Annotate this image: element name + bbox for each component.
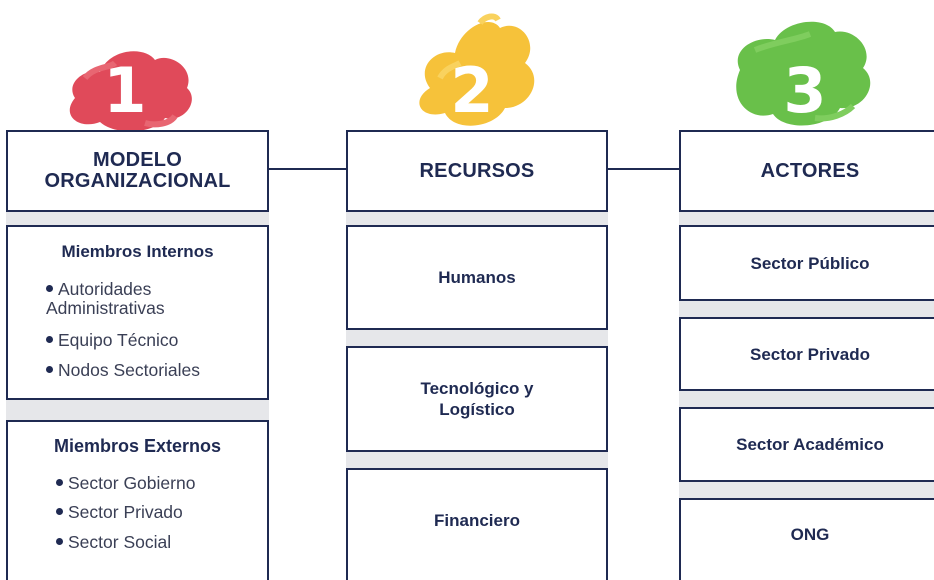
separator-bar bbox=[6, 210, 269, 227]
actor-cell: Sector Académico bbox=[736, 434, 884, 454]
separator-bar bbox=[679, 299, 934, 319]
column-title: MODELO ORGANIZACIONAL bbox=[44, 149, 231, 192]
resource-cell: Humanos bbox=[438, 267, 516, 287]
bullet-icon bbox=[46, 335, 53, 343]
bullet-icon bbox=[56, 537, 63, 545]
red-paint-splash bbox=[69, 51, 192, 132]
column-title: RECURSOS bbox=[419, 159, 535, 182]
separator-bar bbox=[679, 480, 934, 500]
column-recursos: RECURSOS Humanos Tecnológico y Logístico… bbox=[346, 130, 608, 580]
list-item: Autoridades Administrativas bbox=[46, 279, 165, 318]
actor-cell: Sector Público bbox=[750, 253, 870, 273]
bullet-icon bbox=[46, 365, 53, 373]
column-modelo-organizacional: MODELO ORGANIZACIONAL Miembros Internos … bbox=[6, 130, 269, 580]
actor-cell: Sector Privado bbox=[750, 344, 870, 364]
resource-cell: Financiero bbox=[434, 510, 520, 530]
green-paint-splash bbox=[736, 21, 871, 126]
column-actores: ACTORES Sector Público Sector Privado Se… bbox=[679, 130, 934, 580]
list-item: Sector Social bbox=[56, 533, 171, 552]
section-heading: Miembros Externos bbox=[53, 436, 222, 456]
separator-bar bbox=[679, 389, 934, 409]
separator-bar bbox=[346, 328, 608, 348]
actor-cell: ONG bbox=[790, 524, 830, 544]
list-item: Sector Privado bbox=[56, 503, 183, 522]
separator-bar bbox=[679, 210, 934, 227]
bullet-icon bbox=[46, 284, 53, 292]
separator-bar bbox=[346, 210, 608, 227]
bullet-icon bbox=[56, 507, 63, 515]
separator-bar bbox=[346, 450, 608, 470]
connector-line bbox=[268, 168, 348, 170]
step-number-3: 3 bbox=[783, 54, 827, 127]
section-heading: Miembros Internos bbox=[61, 242, 214, 261]
bullet-icon bbox=[56, 478, 63, 486]
list-item: Nodos Sectoriales bbox=[46, 361, 200, 380]
yellow-paint-splash bbox=[419, 13, 535, 126]
list-item: Sector Gobierno bbox=[56, 474, 195, 493]
column-title: ACTORES bbox=[760, 159, 860, 182]
connector-line bbox=[606, 168, 680, 170]
step-number-1: 1 bbox=[103, 54, 147, 127]
list-item: Equipo Técnico bbox=[46, 331, 178, 350]
step-number-2: 2 bbox=[450, 54, 494, 127]
resource-cell: Tecnológico y Logístico bbox=[420, 379, 534, 419]
separator-bar bbox=[6, 398, 269, 422]
